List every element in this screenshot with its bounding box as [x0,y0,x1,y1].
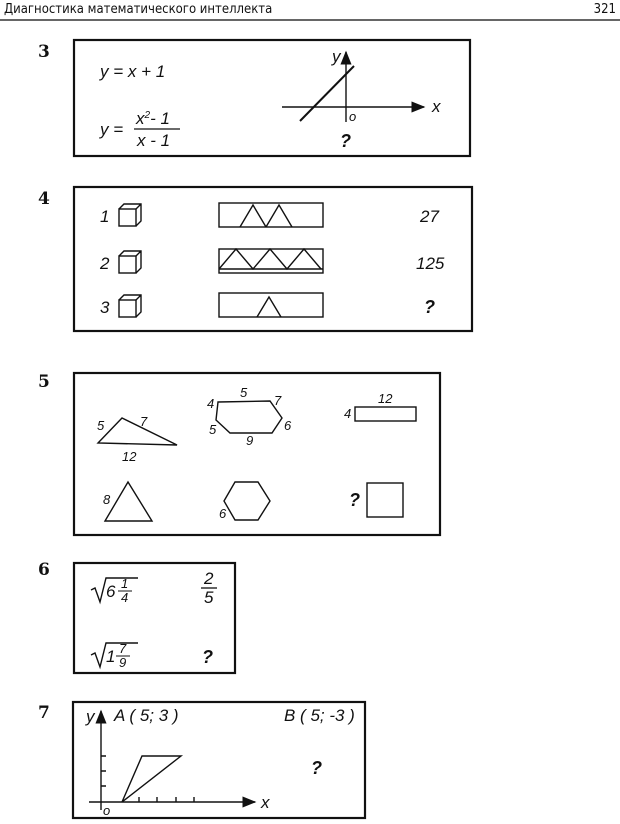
scalene-triangle [96,417,178,446]
triangle-figure [121,755,184,803]
triangle-strip [218,248,324,274]
triangles [218,247,322,271]
side-label: 8 [103,492,111,507]
side-label: 5 [209,422,217,437]
mixed-whole: 1 [106,647,115,666]
origin-label: o [103,803,110,818]
row-index: 1 [100,207,109,226]
sqrt-sign [90,577,138,605]
rectangle-shape [354,406,417,422]
side-label: 7 [140,414,148,429]
mixed-numerator: 7 [119,641,127,656]
point-a-label: A ( 5; 3 ) [113,706,179,725]
task-number: 5 [38,372,50,392]
answer-denominator: 5 [204,588,214,607]
side-label: 12 [378,391,393,406]
row-value: ? [424,297,435,317]
square-shape [366,482,404,518]
page-number: 321 [594,2,616,17]
triangle-strip [218,292,324,318]
side-label: 5 [97,418,105,433]
side-label: 5 [240,385,248,400]
point-b-label: B ( 5; -3 ) [284,706,355,725]
fraction-denominator: x - 1 [136,131,170,150]
sqrt-sign [90,642,138,670]
mixed-whole: 6 [106,582,116,601]
side-label: 12 [122,449,137,464]
row-3: 3 ? [100,292,435,318]
side-label: 7 [274,393,282,408]
task-box [72,38,472,158]
task-box [72,185,474,333]
question-mark: ? [202,647,213,667]
task-number: 4 [38,189,50,209]
task-box [72,371,442,537]
running-header: Диагностика математического интеллекта [4,2,272,17]
axis-label-y: y [85,707,96,726]
axis-label-x: x [431,97,441,116]
task-5: 5 5 7 12 4 5 7 6 9 5 12 4 8 6 ? [38,371,442,537]
task-box [71,700,367,820]
cube-icon [118,203,142,227]
axis-label-y: y [331,47,342,66]
side-label: 4 [344,406,351,421]
question-mark: ? [311,758,322,778]
row-index: 3 [100,298,110,317]
axis-ticks [101,755,195,802]
side-label: 6 [284,418,292,433]
task-6: 6 6 1 4 2 5 1 7 9 ? [38,560,237,675]
cube-icon [118,250,142,274]
task-number: 6 [38,560,50,580]
row-2: 2 125 [99,247,445,274]
question-mark: ? [340,131,351,151]
task-7: 7 y x o A ( 5; 3 ) B ( 5; -3 ) ? [38,700,367,820]
row-value: 27 [419,207,439,226]
task-3: 3 y = x + 1 y = x2- 1 x - 1 y x o ? [38,38,472,158]
mixed-denominator: 9 [119,655,126,670]
side-label: 9 [246,433,253,448]
row-value: 125 [416,254,445,273]
regular-hexagon [223,481,271,521]
equation-linear: y = x + 1 [99,62,165,81]
triangle-strip [218,202,324,228]
triangles [239,203,293,228]
mixed-denominator: 4 [121,590,128,605]
triangles [256,295,282,318]
equation-lhs: y = [99,120,123,139]
task-number: 3 [38,42,50,62]
axis-label-x: x [260,793,270,812]
mixed-numerator: 1 [121,576,128,591]
cube-icon [118,294,142,318]
fraction-numerator: x2- 1 [135,109,170,128]
origin-label: o [349,109,356,124]
irregular-hexagon [215,400,283,434]
graph-line [299,65,355,122]
task-4: 4 1 27 2 125 3 ? [38,185,474,333]
side-label: 4 [207,396,214,411]
side-label: 6 [219,506,227,521]
row-index: 2 [99,254,110,273]
row-1: 1 27 [100,202,439,228]
task-number: 7 [38,703,50,723]
question-mark: ? [349,490,360,510]
answer-numerator: 2 [203,569,214,588]
task-box [72,561,237,675]
equilateral-triangle [103,480,154,522]
